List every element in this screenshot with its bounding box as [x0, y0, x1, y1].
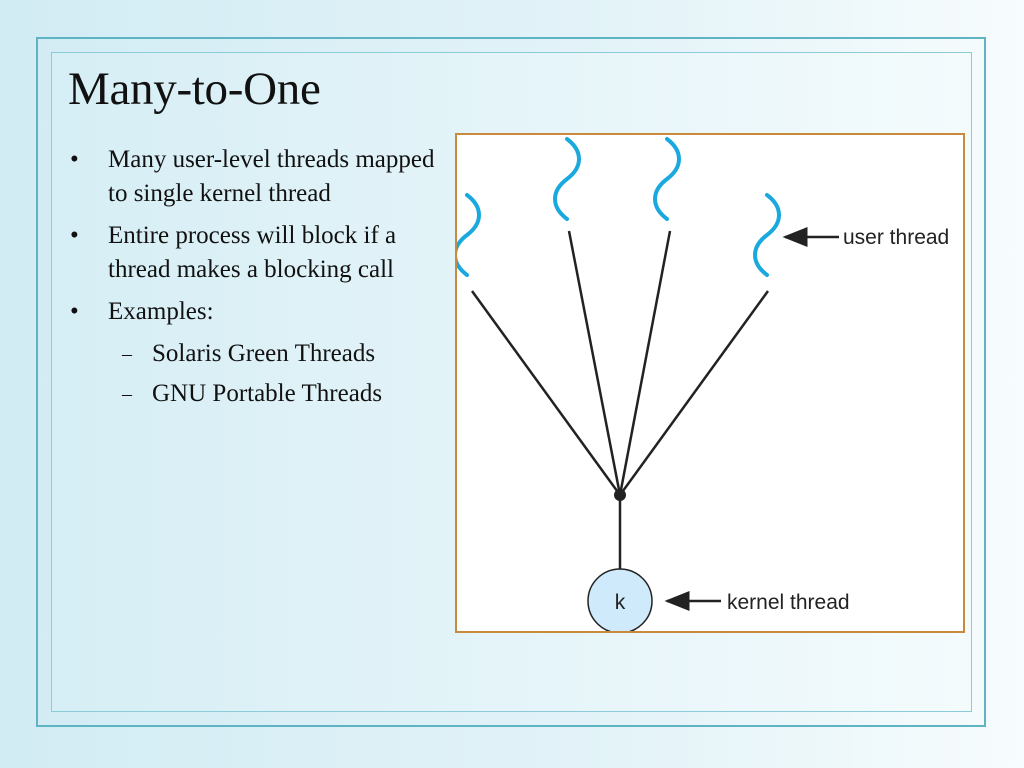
sub-bullet-item: Solaris Green Threads	[70, 337, 450, 371]
kernel-thread-node	[587, 568, 653, 631]
user-thread-wave	[457, 193, 481, 277]
mapping-line	[618, 290, 770, 496]
kernel-thread-label: kernel thread	[727, 591, 850, 614]
sub-bullet-item: GNU Portable Threads	[70, 377, 450, 411]
bullet-list: Many user-level threads mapped to single…	[70, 143, 450, 417]
kernel-node-letter: k	[615, 591, 626, 614]
diagram-canvas: k user thread kernel thread	[457, 137, 949, 631]
slide-title: Many-to-One	[68, 63, 321, 115]
user-thread-label: user thread	[843, 226, 949, 249]
many-to-one-diagram: k user thread kernel thread	[455, 133, 965, 633]
mapping-line	[470, 290, 622, 496]
user-thread-wave	[553, 137, 581, 221]
user-thread-wave	[753, 193, 781, 277]
mapping-line	[618, 230, 672, 496]
bullet-item: Many user-level threads mapped to single…	[70, 143, 450, 211]
bullet-item: Examples:	[70, 295, 450, 329]
bullet-item: Entire process will block if a thread ma…	[70, 219, 450, 287]
mapping-line	[567, 230, 622, 496]
slide-outer-frame	[36, 37, 986, 727]
user-thread-wave	[653, 137, 681, 221]
